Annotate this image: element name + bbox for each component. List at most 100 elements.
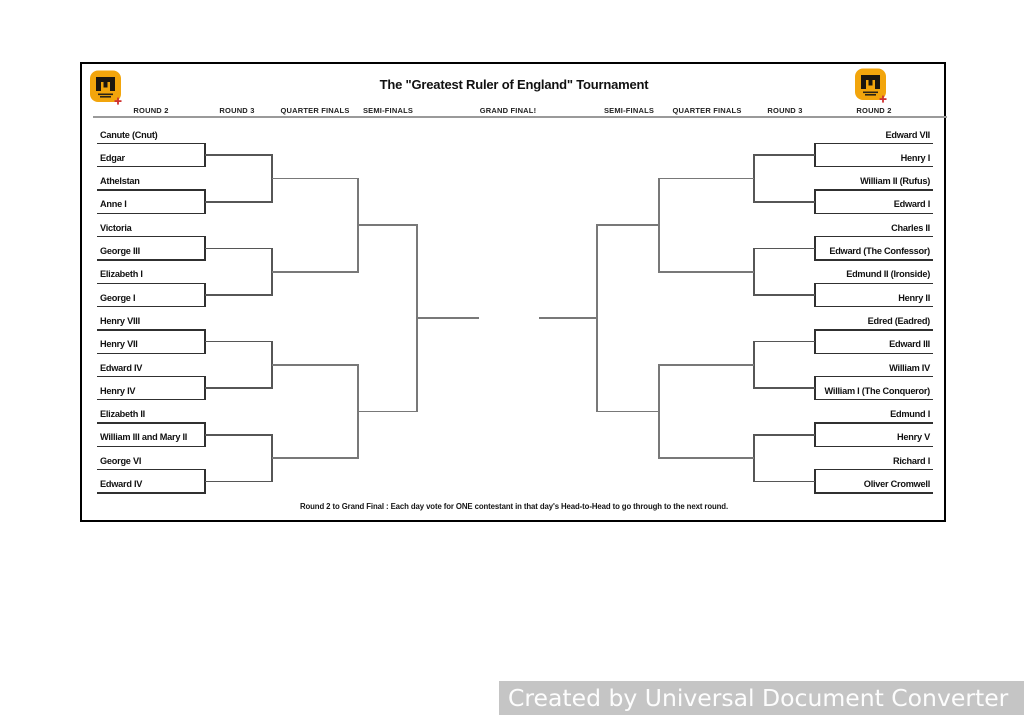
bracket-line	[97, 469, 205, 471]
bracket-line	[97, 305, 205, 308]
watermark-banner: Created by Universal Document Converter	[499, 681, 1024, 715]
bracket-line	[659, 363, 754, 366]
footer-note: Round 2 to Grand Final : Each day vote f…	[299, 502, 729, 511]
player-name: George III	[100, 246, 140, 256]
player-name: George VI	[100, 455, 142, 466]
player-name: George I	[100, 292, 136, 303]
bracket-line	[204, 142, 206, 168]
bracket-line	[97, 259, 205, 261]
bracket-line	[204, 375, 206, 401]
bracket-line	[754, 480, 815, 483]
bracket-line	[271, 154, 273, 203]
player-name: Elizabeth II	[100, 409, 145, 420]
bracket-line	[754, 340, 815, 343]
bracket-line	[97, 375, 205, 378]
page-title: The "Greatest Ruler of England" Tourname…	[379, 77, 649, 92]
player-name: William III and Mary II	[100, 432, 188, 443]
bracket-line	[271, 433, 273, 483]
bracket-line	[754, 247, 815, 250]
bracket-line	[205, 340, 272, 343]
bracket-line	[204, 329, 206, 354]
bracket-line	[205, 247, 272, 250]
player-name: Henry II	[898, 292, 930, 303]
column-header-quarterfinals-right: QUARTER FINALS	[672, 106, 742, 115]
player-name: Victoria	[100, 222, 132, 233]
bracket-line	[815, 375, 933, 378]
bracket-line	[815, 236, 933, 238]
bracket-line	[97, 212, 205, 215]
bracket-line	[204, 236, 206, 261]
bracket-line	[272, 270, 358, 273]
bracket-line	[815, 166, 933, 168]
column-header-round2-right: ROUND 2	[856, 106, 892, 115]
bracket-line	[97, 142, 205, 145]
bracket-line	[815, 212, 933, 215]
player-name: Athelstan	[100, 176, 140, 187]
player-name: Henry IV	[100, 385, 136, 396]
player-name: Henry V	[897, 432, 930, 443]
bracket-line	[358, 224, 417, 226]
player-name: Edmund I	[890, 409, 930, 420]
player-name: William II (Rufus)	[860, 176, 930, 187]
player-name: Charles II	[891, 222, 930, 233]
bracket-line	[97, 329, 205, 331]
bracket-line	[204, 282, 206, 308]
bracket-line	[272, 177, 358, 180]
bracket-line	[815, 305, 933, 308]
bracket-line	[97, 189, 205, 191]
bracket-line	[815, 445, 933, 448]
header-divider	[93, 116, 947, 118]
tournament-logo-icon	[855, 68, 887, 103]
player-name: Edward (The Confessor)	[829, 246, 930, 256]
player-name: Oliver Cromwell	[863, 479, 930, 489]
bracket-line	[272, 457, 358, 459]
bracket-line	[539, 317, 597, 320]
player-name: Edred (Eadred)	[867, 315, 931, 326]
bracket-line	[815, 399, 933, 401]
bracket-line	[659, 270, 754, 273]
bracket-line	[754, 387, 815, 389]
bracket-line	[416, 224, 418, 413]
player-name: Richard I	[892, 455, 930, 466]
bracket-line	[357, 363, 359, 459]
bracket-line	[659, 457, 754, 459]
player-name: William IV	[889, 362, 930, 373]
player-name: Henry VII	[100, 339, 138, 350]
column-header-grandfinal: GRAND FINAL!	[479, 106, 537, 115]
column-header-semifinals-left: SEMI-FINALS	[362, 106, 414, 115]
bracket-line	[97, 236, 205, 238]
bracket-line	[659, 177, 754, 180]
player-name: Edward IV	[100, 362, 143, 373]
bracket-line	[815, 259, 933, 261]
player-name: Elizabeth I	[100, 269, 143, 280]
bracket-line	[97, 492, 205, 494]
player-name: Edward VII	[885, 129, 931, 140]
bracket-border-box	[80, 62, 946, 522]
bracket-line	[815, 282, 933, 284]
bracket-line	[272, 363, 358, 366]
player-name: Canute (Cnut)	[100, 129, 158, 140]
bracket-line	[97, 352, 205, 354]
column-header-round3-right: ROUND 3	[767, 106, 803, 115]
bracket-line	[754, 434, 815, 436]
player-name: Edward IV	[100, 479, 143, 489]
player-name: Edmund II (Ironside)	[846, 269, 930, 280]
column-header-semifinals-right: SEMI-FINALS	[603, 106, 655, 115]
column-header-quarterfinals-left: QUARTER FINALS	[280, 106, 350, 115]
bracket-line	[815, 352, 933, 354]
bracket-line	[205, 294, 272, 296]
bracket-line	[271, 340, 273, 389]
bracket-line	[815, 492, 933, 494]
bracket-line	[815, 422, 933, 424]
bracket-line	[597, 224, 659, 226]
bracket-line	[271, 247, 273, 296]
bracket-line	[417, 317, 479, 320]
bracket-line	[97, 422, 205, 424]
bracket-line	[358, 410, 417, 413]
bracket-line	[754, 201, 815, 203]
bracket-line	[97, 282, 205, 284]
bracket-line	[97, 399, 205, 401]
player-name: William I (The Conqueror)	[824, 385, 931, 396]
bracket-line	[205, 154, 272, 156]
player-name: Henry VIII	[100, 315, 140, 326]
